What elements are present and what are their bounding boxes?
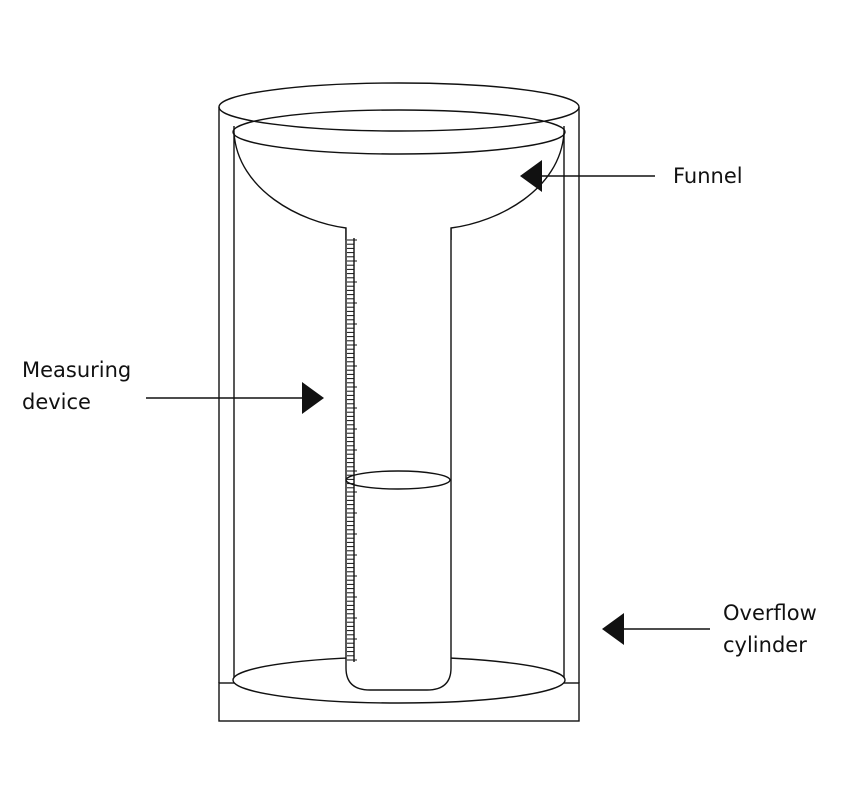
- funnel-arrow: [520, 160, 655, 192]
- funnel-arrowhead: [520, 160, 542, 192]
- overflow-cylinder-label-line-1: Overflow: [723, 601, 817, 625]
- funnel-rim: [232, 109, 566, 155]
- overflow-cylinder-label-line-2: cylinder: [723, 633, 807, 657]
- measuring-device-label: Measuring device: [22, 354, 131, 418]
- overflow-cylinder-rim: [218, 82, 580, 132]
- overflow-cylinder-label: Overflow cylinder: [723, 597, 817, 661]
- measuring-device-label-line-2: device: [22, 390, 91, 414]
- funnel-label: Funnel: [673, 160, 743, 192]
- overflow-cylinder-arrowhead: [602, 613, 624, 645]
- measuring-scale-ticks: [347, 239, 357, 661]
- measuring-device-arrowhead: [302, 382, 324, 414]
- funnel-label-text: Funnel: [673, 164, 743, 188]
- funnel-bowl: [233, 132, 565, 240]
- measuring-tube: [345, 228, 452, 691]
- measuring-device-label-line-1: Measuring: [22, 358, 132, 382]
- overflow-cylinder-arrow: [602, 613, 710, 645]
- water-level: [345, 470, 451, 490]
- measuring-device-arrow: [146, 382, 324, 414]
